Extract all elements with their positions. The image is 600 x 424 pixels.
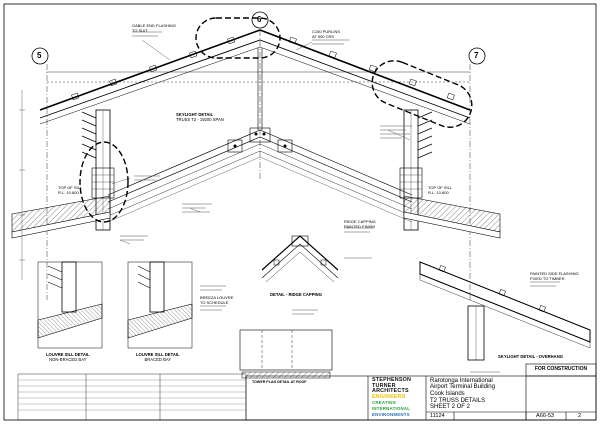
ridge-capping-detail xyxy=(261,235,339,283)
left-column xyxy=(81,109,115,231)
grid-bubble-5 xyxy=(31,47,49,65)
grid-bubble-6 xyxy=(251,11,269,29)
notes-table xyxy=(17,373,247,421)
drawing-number: A66-53 xyxy=(536,413,555,419)
caption-tower-plan: TOWER PLAN DETAIL AT ROOF xyxy=(252,380,307,384)
louvre-sill-detail-left xyxy=(37,261,103,349)
louvre-sill-detail-center xyxy=(127,261,193,349)
grid-label-5: 5 xyxy=(37,51,42,60)
grid-label-6: 6 xyxy=(257,15,262,24)
tower-plan-detail xyxy=(239,329,333,379)
grid-lines xyxy=(46,30,471,300)
caption-louvre-braced: LOUVRE SILL DETAIL BRACED BAY xyxy=(136,352,180,362)
overhang-detail xyxy=(419,261,591,361)
firm-logo: STEPHENSON TURNER ARCHITECTS ENGINEERS C… xyxy=(372,377,412,417)
caption-ridge-capping: DETAIL - RIDGE CAPPING xyxy=(270,292,322,297)
eave-slabs xyxy=(11,195,501,239)
right-column xyxy=(399,109,433,231)
revision-number: 2 xyxy=(578,413,582,419)
truss-web xyxy=(227,48,293,153)
dimension-strings xyxy=(19,90,25,280)
note-scribbles xyxy=(120,31,560,373)
caption-louvre-non-braced: LOUVRE SILL DETAIL NON-BRACED BAY xyxy=(46,352,90,362)
caption-overhang: SKYLIGHT DETAIL - OVERHANG xyxy=(498,354,563,359)
drawing-title: T2 TRUSS DETAILS SHEET 2 OF 2 xyxy=(430,398,486,411)
callout-outlines xyxy=(79,17,473,223)
status-stamp: FOR CONSTRUCTION xyxy=(534,366,588,372)
truss-bottom-chord xyxy=(107,129,413,223)
project-title: Rarotonga International Airport Terminal… xyxy=(430,378,495,397)
truss-top-chord xyxy=(39,29,471,125)
grid-label-7: 7 xyxy=(474,51,479,60)
caption-skylight-detail: SKYLIGHT DETAIL TRUSS T2 - 19200 SPAN xyxy=(176,112,224,122)
leader-lines xyxy=(111,39,411,245)
grid-bubble-7 xyxy=(468,47,486,65)
job-number: 11124 xyxy=(430,413,445,419)
